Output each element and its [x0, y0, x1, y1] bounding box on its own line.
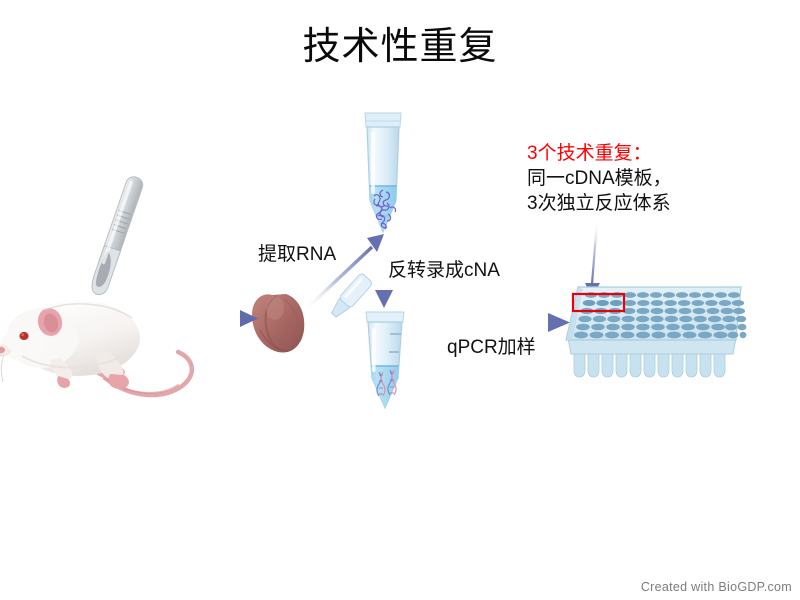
conical-tube-rna-icon [364, 112, 402, 234]
rna-strands [373, 189, 397, 230]
scalpel-icon [91, 176, 144, 296]
label-extract-rna: 提取RNA [258, 244, 337, 265]
label-reverse-transcribe: 反转录成cNA [388, 260, 500, 281]
pipette-tip-icon [331, 273, 373, 318]
annotation-heading: 3个技术重复： [527, 143, 652, 164]
annotation-line-1: 同一cDNA模板， [527, 168, 672, 189]
footer-credit: Created with BioGDP.com [640, 580, 792, 594]
page-title: 技术性重复 [302, 26, 498, 68]
label-qpcr-loading: qPCR加样 [447, 337, 536, 358]
arrow-annotation-to-plate [585, 220, 600, 298]
plate-highlighted-wells [582, 300, 623, 306]
annotation-line-2: 3次独立反应体系 [527, 193, 671, 214]
replicate-highlight-box [571, 292, 626, 313]
plate-skirt-wells [573, 351, 726, 378]
arrow-mouse-to-organ [176, 310, 258, 327]
96-well-plate-icon [565, 286, 747, 378]
mouse-eye [19, 331, 29, 341]
liver-organ-icon [252, 294, 305, 353]
plate-wells [574, 292, 747, 339]
lab-mouse-icon [0, 300, 194, 398]
cdna-strands [376, 369, 397, 397]
replicate-annotation: 3个技术重复： 同一cDNA模板， 3次独立反应体系 [527, 141, 727, 216]
mouse-ear [37, 308, 63, 336]
microcentrifuge-tube-cdna-icon [365, 311, 405, 410]
arrow-cdna-to-plate [428, 313, 570, 332]
